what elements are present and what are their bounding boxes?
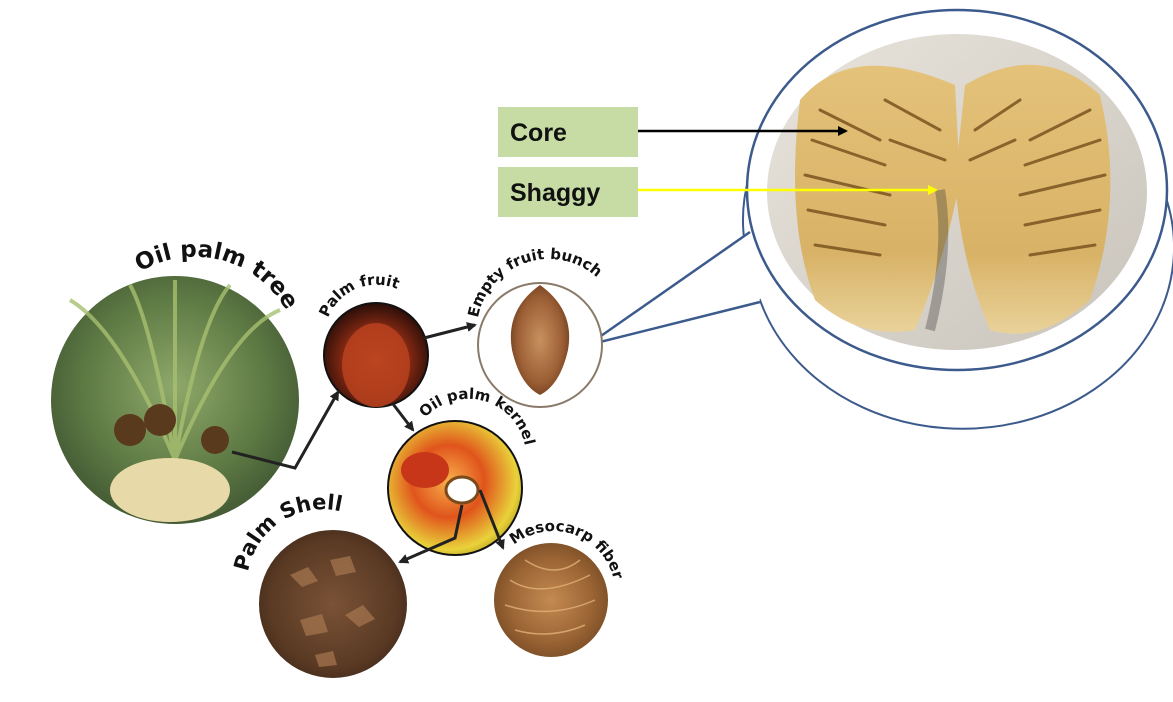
palm-trunk-base: [110, 458, 230, 522]
fruit-to-kernel-arrow: [393, 404, 413, 430]
empty-fruit-bunch-node: [478, 283, 602, 407]
core-label-box: Core: [498, 107, 638, 157]
oil-palm-tree-node: [50, 275, 300, 525]
shaggy-label: Shaggy: [510, 179, 600, 207]
efb-cross-section-callout: [588, 10, 1173, 429]
shaggy-label-box: Shaggy: [498, 167, 638, 217]
fruit-to-efb-arrow: [424, 325, 475, 338]
mesocarp-fiber-node: [493, 542, 609, 658]
core-label: Core: [510, 119, 567, 147]
palm-fruit-node: [324, 303, 428, 407]
palm-shell-node: [258, 529, 408, 679]
